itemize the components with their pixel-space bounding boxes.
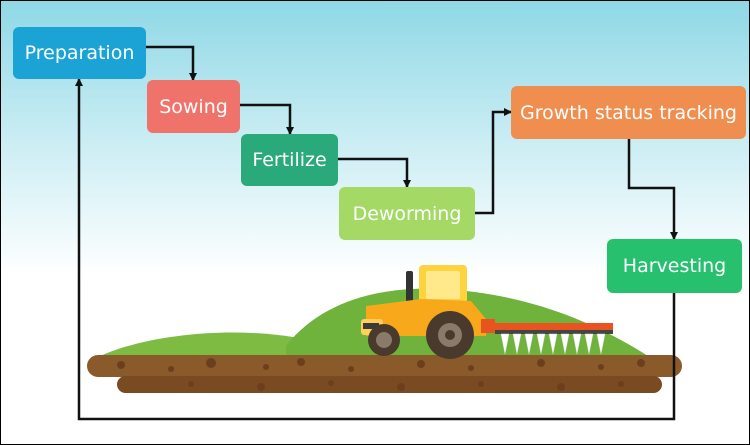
step-label: Growth status tracking [520, 101, 737, 124]
soil-row-bottom [117, 376, 662, 393]
hill-left [96, 332, 331, 361]
step-preparation: Preparation [13, 27, 146, 79]
step-label: Fertilize [252, 149, 327, 171]
step-deworming: Deworming [339, 187, 475, 240]
arrow-preparation-to-sowing [146, 45, 197, 81]
step-label: Preparation [24, 42, 135, 64]
arrow-sowing-to-fertilize [240, 103, 294, 135]
step-harvesting: Harvesting [607, 239, 742, 293]
arrow-deworming-to-growth [475, 108, 512, 215]
step-label: Deworming [352, 202, 462, 225]
soil-row-top [87, 355, 682, 377]
tractor-icon [361, 265, 613, 359]
step-sowing: Sowing [147, 80, 240, 133]
soil-clods [117, 358, 645, 391]
step-label: Sowing [159, 95, 228, 118]
step-label: Harvesting [622, 255, 727, 277]
arrow-harvesting-to-preparation [75, 78, 676, 421]
arrow-growth-to-harvesting [627, 139, 678, 240]
step-fertilize: Fertilize [241, 134, 338, 186]
arrow-fertilize-to-deworming [338, 157, 411, 188]
step-growth-status-tracking: Growth status tracking [511, 86, 746, 139]
